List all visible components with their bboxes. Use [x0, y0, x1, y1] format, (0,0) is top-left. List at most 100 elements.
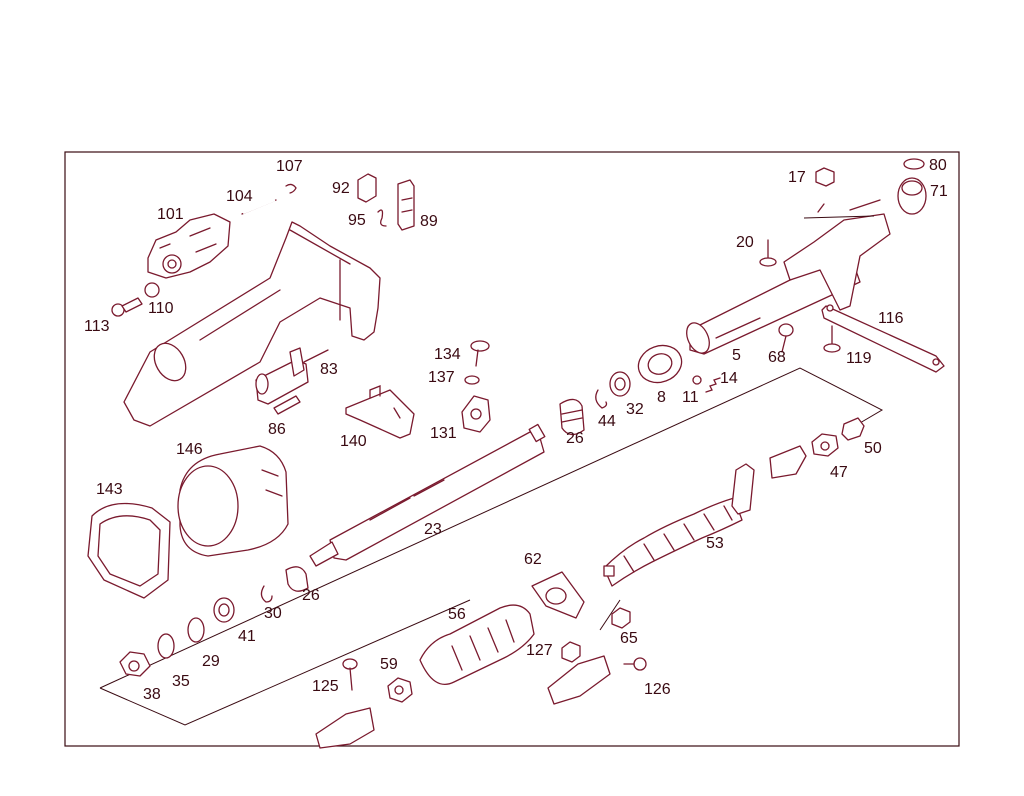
bearing-housing-8[interactable] — [633, 340, 687, 389]
nut-59[interactable] — [387, 677, 413, 703]
part-92[interactable] — [357, 173, 377, 203]
label-71: 71 — [930, 183, 948, 200]
screw-134[interactable] — [470, 340, 490, 367]
circlip-30[interactable] — [260, 585, 273, 603]
bellows-26-lower[interactable] — [285, 566, 309, 592]
bolt-86[interactable] — [273, 395, 301, 415]
label-146: 146 — [176, 441, 203, 458]
clamp-131[interactable] — [461, 395, 491, 433]
clip-50[interactable] — [841, 417, 865, 441]
label-95: 95 — [348, 212, 366, 229]
label-50: 50 — [864, 440, 882, 457]
label-11: 11 — [682, 389, 699, 406]
label-23: 23 — [424, 521, 442, 538]
coupling-lower[interactable] — [315, 707, 375, 749]
label-127: 127 — [526, 642, 553, 659]
label-119: 119 — [846, 350, 872, 367]
switch-89[interactable] — [397, 179, 415, 231]
label-101: 101 — [157, 206, 184, 223]
label-38: 38 — [143, 686, 161, 703]
label-68: 68 — [768, 349, 786, 366]
washer-35[interactable] — [157, 633, 175, 659]
pin-104[interactable] — [241, 198, 277, 215]
lock-housing-101[interactable] — [147, 213, 231, 279]
bolt-125[interactable] — [342, 658, 358, 691]
label-113: 113 — [84, 318, 110, 335]
nut-38[interactable] — [119, 651, 151, 677]
label-143: 143 — [96, 481, 123, 498]
washer-110[interactable] — [144, 282, 160, 298]
steering-shaft-23[interactable] — [309, 423, 546, 567]
bearing-71[interactable] — [897, 177, 927, 215]
label-137: 137 — [428, 369, 455, 386]
nut-65[interactable] — [611, 607, 631, 629]
ball-11[interactable] — [692, 375, 702, 385]
bolt-126[interactable] — [623, 657, 647, 671]
bellows-26-upper[interactable] — [559, 398, 585, 436]
leader-lines — [599, 215, 875, 631]
label-110: 110 — [148, 300, 174, 317]
bellows-53[interactable] — [603, 497, 743, 587]
lock-cylinder-83[interactable] — [255, 347, 329, 405]
lower-assembly-boundary — [99, 367, 884, 689]
lower-assembly-boundary-bottom — [99, 599, 471, 726]
label-134: 134 — [434, 346, 461, 363]
label-14: 14 — [720, 370, 738, 387]
bracket-140[interactable] — [345, 385, 415, 439]
label-116: 116 — [878, 310, 904, 327]
label-80: 80 — [929, 157, 947, 174]
label-89: 89 — [420, 213, 438, 230]
label-30: 30 — [264, 605, 282, 622]
label-53: 53 — [706, 535, 724, 552]
spring-14[interactable] — [705, 377, 721, 393]
nut-47[interactable] — [811, 433, 839, 457]
trim-143[interactable] — [87, 502, 171, 599]
label-47: 47 — [830, 464, 848, 481]
label-56: 56 — [448, 606, 466, 623]
upper-jacket-housing[interactable] — [123, 221, 381, 427]
label-104: 104 — [226, 188, 253, 205]
label-17: 17 — [788, 169, 806, 186]
label-86: 86 — [268, 421, 286, 438]
bolt-119[interactable] — [823, 325, 841, 353]
flange-62[interactable] — [531, 571, 585, 619]
label-126: 126 — [644, 681, 671, 698]
nut-17[interactable] — [815, 167, 835, 187]
washer-137[interactable] — [464, 375, 480, 385]
spring-95[interactable] — [377, 209, 387, 227]
label-65: 65 — [620, 630, 638, 647]
nut-127[interactable] — [561, 641, 581, 663]
strut-116[interactable] — [821, 304, 945, 373]
part-number-labels: 107 104 101 92 95 89 113 110 83 86 140 1… — [84, 157, 948, 703]
label-20: 20 — [736, 234, 754, 251]
bushing-32[interactable] — [609, 371, 631, 397]
bolt-68[interactable] — [778, 323, 794, 353]
bushing-41[interactable] — [213, 597, 235, 623]
diagram-frame — [64, 151, 960, 747]
label-125: 125 — [312, 678, 339, 695]
label-32: 32 — [626, 401, 644, 418]
label-41: 41 — [238, 628, 256, 645]
bolt-113[interactable] — [111, 297, 143, 317]
circlip-44[interactable] — [595, 389, 608, 409]
bolt-20[interactable] — [759, 239, 777, 267]
label-35: 35 — [172, 673, 190, 690]
ring-80[interactable] — [903, 158, 925, 170]
clip-107[interactable] — [285, 183, 297, 194]
label-8: 8 — [657, 389, 666, 406]
label-83: 83 — [320, 361, 338, 378]
label-140: 140 — [340, 433, 367, 450]
cover-146[interactable] — [177, 445, 289, 557]
label-29: 29 — [202, 653, 220, 670]
universal-joint[interactable] — [731, 445, 807, 515]
mounting-bracket[interactable] — [783, 199, 891, 311]
lower-joint[interactable] — [547, 655, 611, 705]
label-62: 62 — [524, 551, 542, 568]
label-92: 92 — [332, 180, 350, 197]
bellows-56[interactable] — [419, 604, 535, 686]
label-44: 44 — [598, 413, 616, 430]
label-26-upper: 26 — [566, 430, 584, 447]
washer-29[interactable] — [187, 617, 205, 643]
label-5: 5 — [732, 347, 741, 364]
label-26-lower: 26 — [302, 587, 320, 604]
